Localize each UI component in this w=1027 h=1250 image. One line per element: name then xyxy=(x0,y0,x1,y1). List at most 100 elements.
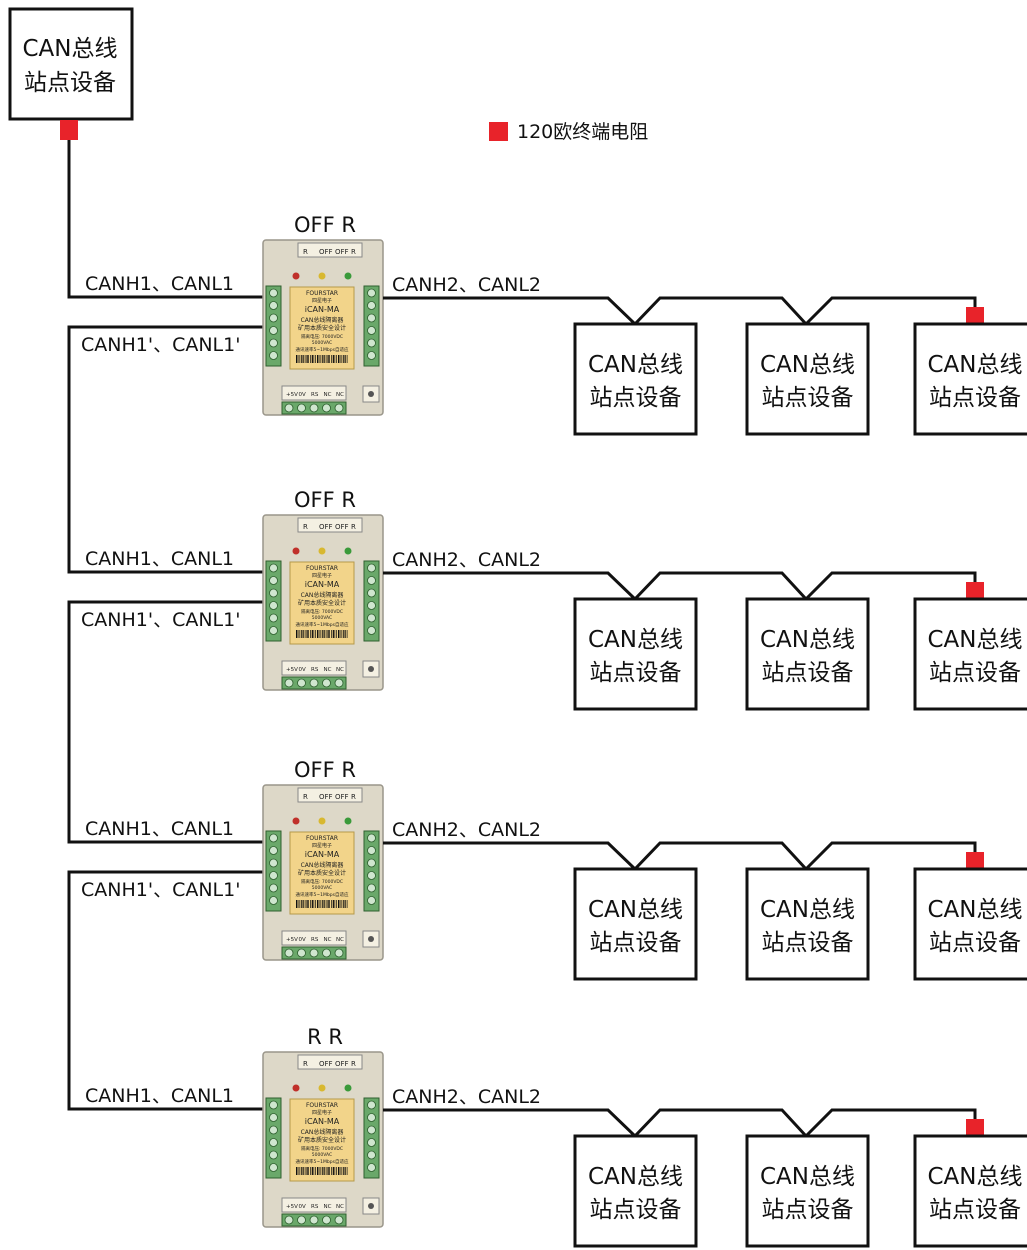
top-station-line2: 站点设备 xyxy=(24,70,116,96)
termination-resistor-marker xyxy=(966,1119,984,1137)
left-in-port-label: CANH1、CANL1 xyxy=(85,818,234,840)
station-line1: CAN总线 xyxy=(588,352,683,378)
power-terminal-label: 0V xyxy=(299,667,306,673)
power-terminal-label: +5V xyxy=(286,937,298,943)
power-terminal-label: NC xyxy=(336,392,344,398)
dip-switch-label: R xyxy=(351,248,356,256)
station-line1: CAN总线 xyxy=(760,897,855,923)
station-line2: 站点设备 xyxy=(762,660,854,686)
station-line1: CAN总线 xyxy=(760,352,855,378)
dip-switch-label: R xyxy=(303,793,308,801)
status-led xyxy=(344,1084,352,1092)
power-terminal-label: NC xyxy=(324,937,332,943)
spec-text-3: 通讯速率5~1Mbps自适应 xyxy=(296,621,349,628)
power-terminal-label: +5V xyxy=(286,667,298,673)
left-out-port-label: CANH1'、CANL1' xyxy=(81,334,240,356)
power-terminal-label: NC xyxy=(324,392,332,398)
left-in-port-label: CANH1、CANL1 xyxy=(85,548,234,570)
dip-switch-label: R xyxy=(351,1060,356,1068)
barcode xyxy=(296,630,348,638)
station-line2: 站点设备 xyxy=(929,930,1021,956)
station-line1: CAN总线 xyxy=(928,352,1023,378)
can-bus-line xyxy=(383,1108,977,1139)
desc-text-1: CAN总线隔离器 xyxy=(301,861,344,869)
spec-text-1: 隔离电压: 7000VDC xyxy=(301,878,343,885)
barcode xyxy=(296,355,348,363)
status-led xyxy=(318,272,326,280)
power-terminal-label: RS xyxy=(311,937,319,943)
status-led xyxy=(318,1084,326,1092)
station-line1: CAN总线 xyxy=(588,627,683,653)
station-line2: 站点设备 xyxy=(590,660,682,686)
station-line1: CAN总线 xyxy=(760,627,855,653)
brand-text: FOURSTAR xyxy=(306,1102,338,1109)
station-line1: CAN总线 xyxy=(928,1164,1023,1190)
power-terminal-label: NC xyxy=(324,667,332,673)
trunk-segment-1 xyxy=(67,325,265,574)
spec-text-3: 通讯速率5~1Mbps自适应 xyxy=(296,891,349,898)
power-terminal-label: 0V xyxy=(299,937,306,943)
spec-text-2: 5000VAC xyxy=(312,1152,332,1158)
left-out-port-label: CANH1'、CANL1' xyxy=(81,609,240,631)
dip-switch-label: OFF xyxy=(319,523,333,531)
termination-resistor-marker xyxy=(60,120,78,140)
station-line1: CAN总线 xyxy=(928,627,1023,653)
station-line2: 站点设备 xyxy=(929,660,1021,686)
spec-text-1: 隔离电压: 7000VDC xyxy=(301,608,343,615)
status-led xyxy=(292,272,300,280)
brand-sub-text: 四星电子 xyxy=(312,572,332,579)
left-in-port-label: CANH1、CANL1 xyxy=(85,1085,234,1107)
brand-sub-text: 四星电子 xyxy=(312,297,332,304)
power-terminal-label: +5V xyxy=(286,1204,298,1210)
trunk-segment-2 xyxy=(67,600,265,844)
spec-text-1: 隔离电压: 7000VDC xyxy=(301,333,343,340)
top-station-device: CAN总线 站点设备 xyxy=(8,7,134,140)
dip-switch-label: OFF xyxy=(319,1060,333,1068)
power-terminal-label: +5V xyxy=(286,392,298,398)
status-led xyxy=(318,547,326,555)
desc-text-1: CAN总线隔离器 xyxy=(301,1128,344,1136)
trunk-segment-3 xyxy=(67,870,265,1111)
dip-switch-label: R xyxy=(303,248,308,256)
spec-text-2: 5000VAC xyxy=(312,615,332,621)
dip-switch-label: R xyxy=(351,523,356,531)
termination-resistor-marker xyxy=(966,852,984,870)
station-line1: CAN总线 xyxy=(760,1164,855,1190)
brand-sub-text: 四星电子 xyxy=(312,1109,332,1116)
dip-switch-label: OFF xyxy=(319,248,333,256)
can-bus-line xyxy=(383,841,977,872)
left-in-port-label: CANH1、CANL1 xyxy=(85,273,234,295)
station-line2: 站点设备 xyxy=(929,385,1021,411)
status-led xyxy=(344,547,352,555)
spec-text-1: 隔离电压: 7000VDC xyxy=(301,1145,343,1152)
dip-switch-label: R xyxy=(303,1060,308,1068)
brand-text: FOURSTAR xyxy=(306,290,338,297)
barcode xyxy=(296,900,348,908)
dip-switch-label: R xyxy=(303,523,308,531)
status-led xyxy=(292,547,300,555)
power-terminal-label: NC xyxy=(336,937,344,943)
trunk-segment-0 xyxy=(67,140,265,299)
power-terminal-label: RS xyxy=(311,667,319,673)
dip-switch-state-label: OFF R xyxy=(294,758,356,782)
right-port-label: CANH2、CANL2 xyxy=(392,274,541,296)
status-led xyxy=(292,1084,300,1092)
station-line2: 站点设备 xyxy=(590,385,682,411)
status-led xyxy=(292,817,300,825)
dip-switch-state-label: OFF R xyxy=(294,488,356,512)
spec-text-2: 5000VAC xyxy=(312,340,332,346)
legend: 120欧终端电阻 xyxy=(489,121,648,143)
